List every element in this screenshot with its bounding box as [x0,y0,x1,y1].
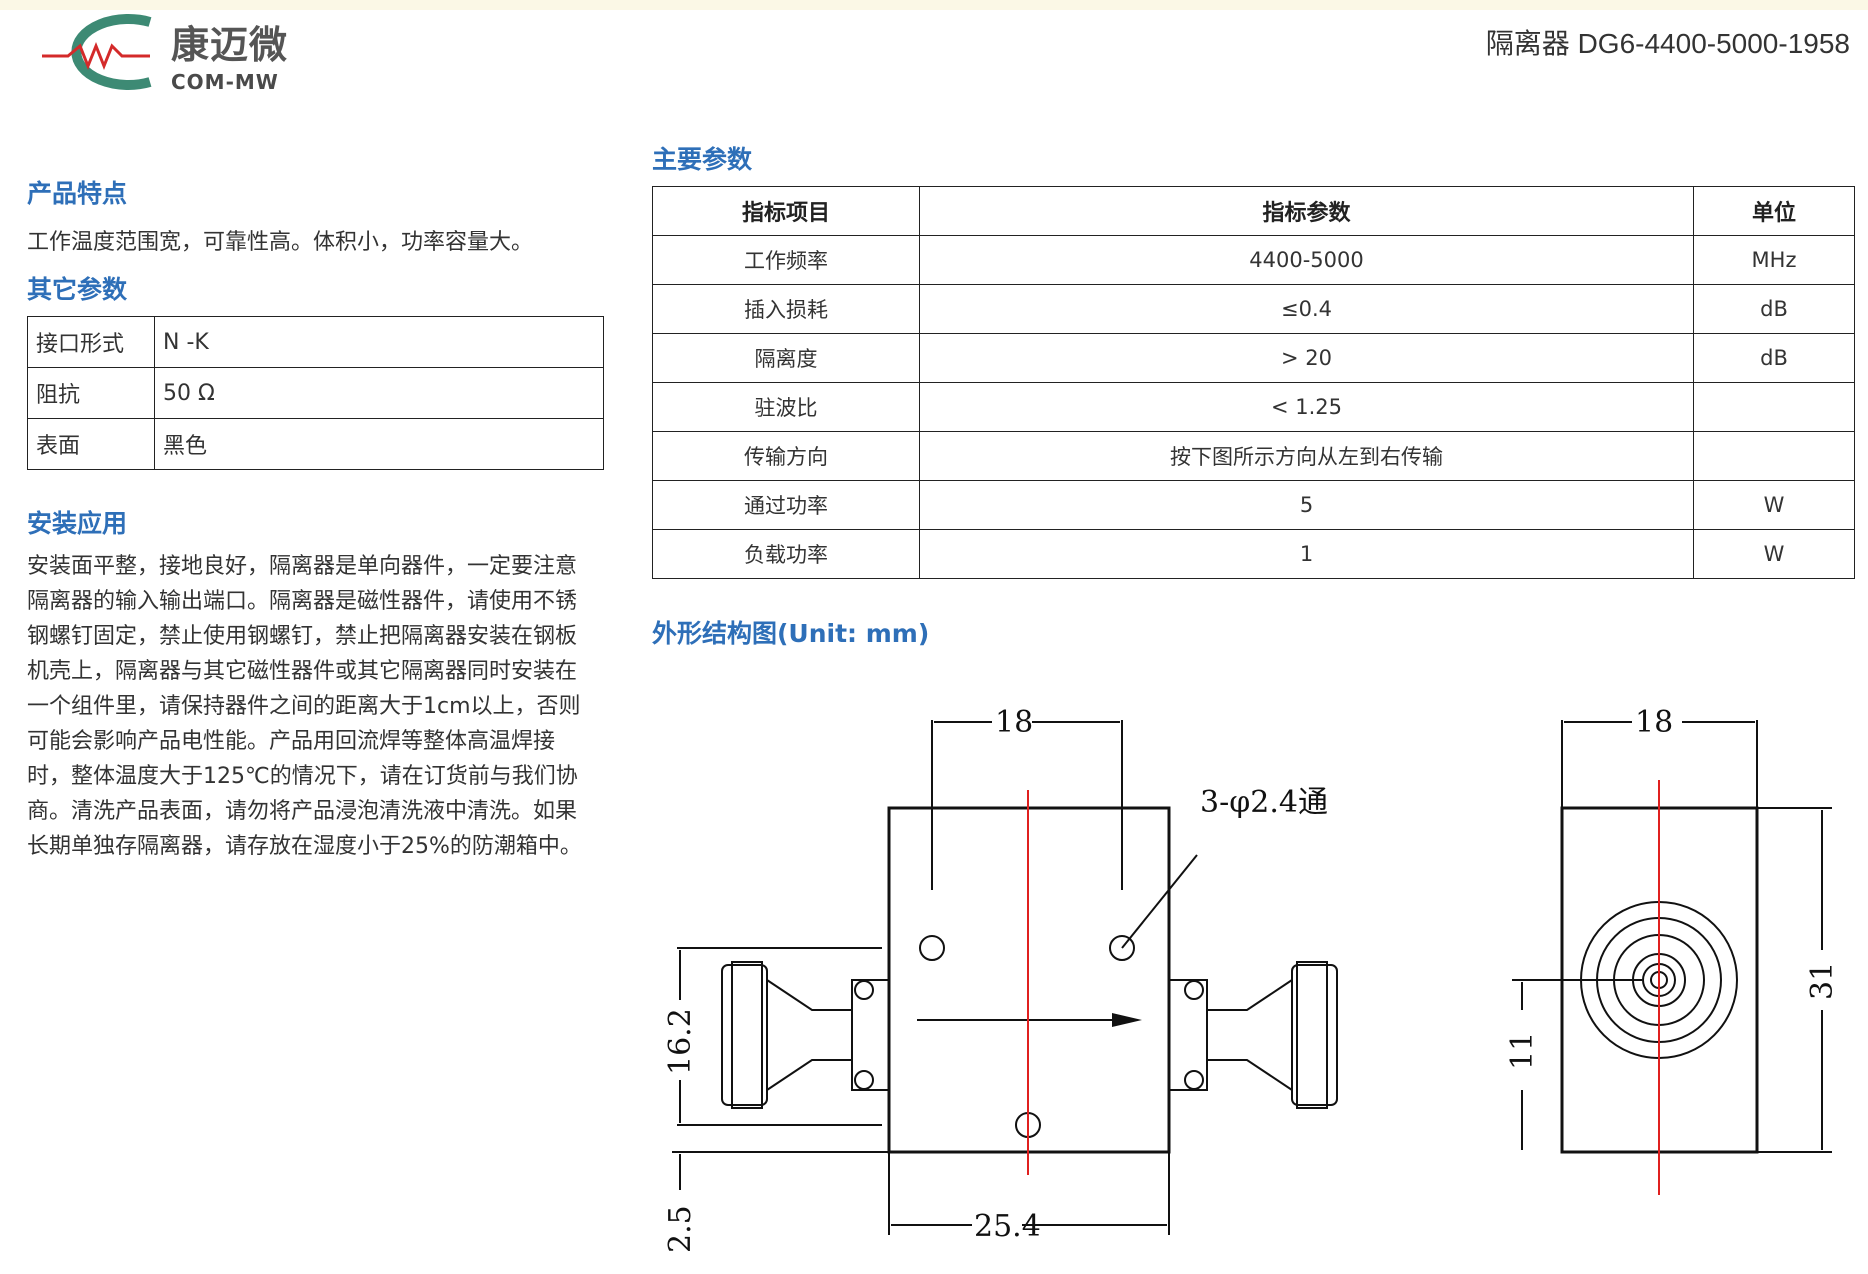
column-header: 指标参数 [919,186,1694,236]
logo-cn-text: 康迈微 [171,23,289,67]
table-row: 接口形式 N -K [27,316,604,368]
table-cell: 负载功率 [652,529,920,579]
table-cell: dB [1693,333,1855,383]
table-cell: 4400-5000 [919,235,1694,285]
left-n-connector [721,964,768,1106]
table-cell [1693,382,1855,432]
table-cell: 通过功率 [652,480,920,530]
top-band [0,0,1868,10]
table-row: 负载功率 1 W [652,529,1855,579]
outline-drawing: 18 3-φ2.4通 25.4 16.2 2.5 18 31 11 [663,705,1840,1253]
document-title: 隔离器 DG6-4400-5000-1958 [1485,28,1850,59]
logo-wave-icon [42,41,150,71]
param-value: N -K [154,316,604,368]
other-params-table: 接口形式 N -K 阻抗 50 Ω 表面 黑色 [27,316,604,470]
table-cell: MHz [1693,235,1855,285]
other-params-title: 其它参数 [27,275,128,304]
table-row: 通过功率 5 W [652,480,1855,530]
dim-hole-note: 3-φ2.4通 [1200,785,1328,820]
main-params-title: 主要参数 [652,145,753,174]
param-value: 50 Ω [154,367,604,419]
param-key: 阻抗 [27,367,155,419]
installation-text: 安装面平整，接地良好，隔离器是单向器件，一定要注意隔离器的输入输出端口。隔离器是… [27,554,582,859]
company-logo [42,14,152,90]
table-cell: 传输方向 [652,431,920,481]
dim-bottom-offset: 2.5 [663,1205,698,1253]
table-row: 工作频率 4400-5000 MHz [652,235,1855,285]
table-row: 表面 黑色 [27,418,604,470]
table-cell: 1 [919,529,1694,579]
table-cell: < 1.25 [919,382,1694,432]
table-row: 阻抗 50 Ω [27,367,604,419]
logo-en-text: COM-MW [171,70,279,94]
dim-bottom-width: 25.4 [974,1209,1041,1244]
features-text: 工作温度范围宽，可靠性高。体积小，功率容量大。 [27,230,534,255]
table-cell: 按下图所示方向从左到右传输 [919,431,1694,481]
table-row: 隔离度 > 20 dB [652,333,1855,383]
table-cell: W [1693,480,1855,530]
param-key: 表面 [27,418,155,470]
dim-side-center: 11 [1505,1032,1540,1070]
installation-title: 安装应用 [27,509,128,538]
table-row: 驻波比 < 1.25 [652,382,1855,432]
right-n-connector [1291,964,1338,1106]
logo-arc-icon [71,14,152,90]
table-cell: 5 [919,480,1694,530]
dim-side-height: 31 [1805,962,1840,1000]
column-header: 指标项目 [652,186,920,236]
table-header-row: 指标项目 指标参数 单位 [652,186,1855,236]
table-cell: dB [1693,284,1855,334]
param-key: 接口形式 [27,316,155,368]
table-cell: 隔离度 [652,333,920,383]
outline-title: 外形结构图(Unit: mm) [652,619,930,648]
table-cell: ≤0.4 [919,284,1694,334]
mount-hole [919,935,945,961]
table-cell: 插入损耗 [652,284,920,334]
dim-side-top-width: 18 [1635,705,1673,740]
column-header: 单位 [1693,186,1855,236]
dim-top-width: 18 [995,705,1033,740]
dim-left-height: 16.2 [663,1008,698,1075]
table-cell: 工作频率 [652,235,920,285]
table-row: 插入损耗 ≤0.4 dB [652,284,1855,334]
table-cell [1693,431,1855,481]
table-cell: W [1693,529,1855,579]
table-row: 传输方向 按下图所示方向从左到右传输 [652,431,1855,481]
table-cell: 驻波比 [652,382,920,432]
param-value: 黑色 [154,418,604,470]
features-title: 产品特点 [27,179,128,208]
mount-hole [1109,935,1135,961]
table-cell: > 20 [919,333,1694,383]
main-params-table: 指标项目 指标参数 单位 工作频率 4400-5000 MHz 插入损耗 ≤0.… [652,186,1855,579]
direction-arrow-icon [1112,1013,1142,1027]
